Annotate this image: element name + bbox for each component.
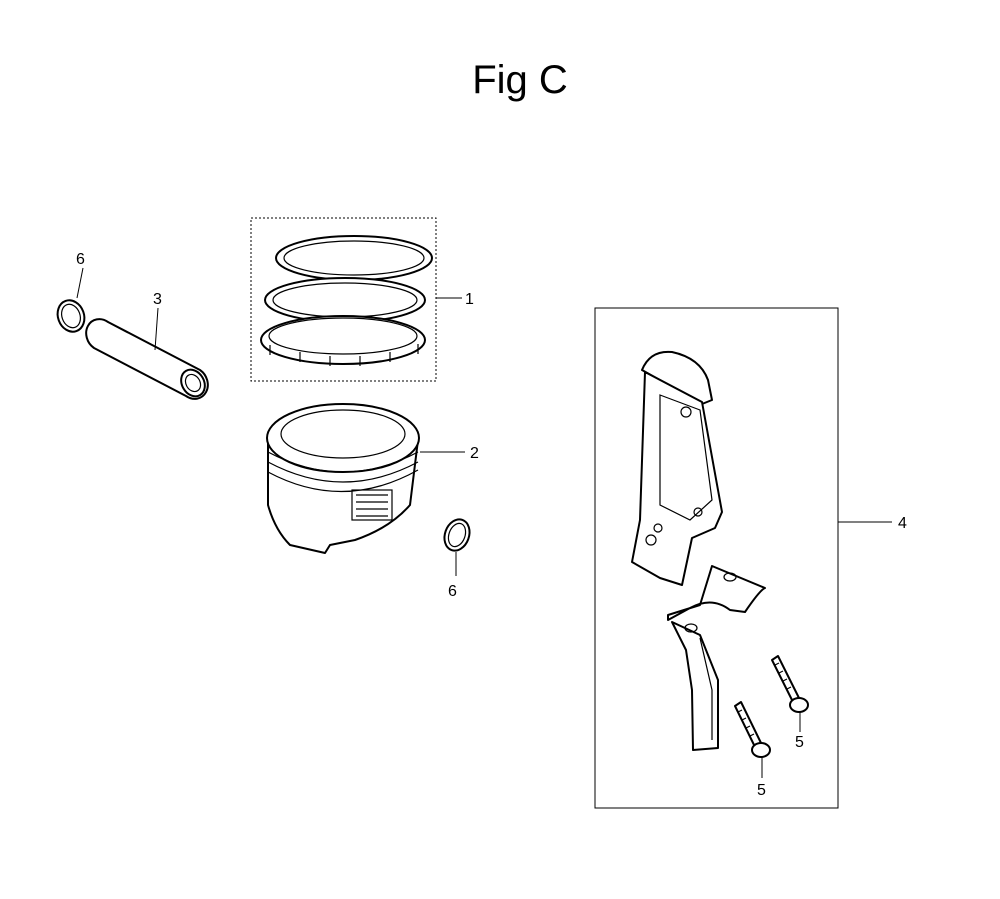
callout-rod-bolt-a: 5 xyxy=(795,734,804,751)
callout-rod-bolt-b: 5 xyxy=(757,782,766,799)
rod-bolt-a-part xyxy=(771,655,809,713)
callout-clip-right: 6 xyxy=(448,583,457,600)
ring-set-box xyxy=(250,217,437,382)
rod-assembly-box xyxy=(594,307,839,809)
piston-ring-set-part xyxy=(260,235,433,366)
callout-clip-left: 6 xyxy=(76,251,85,268)
piston-part xyxy=(266,403,420,554)
rod-cap-part xyxy=(667,565,766,751)
rod-bolt-b-part xyxy=(734,701,771,758)
callout-piston-pin: 3 xyxy=(153,291,162,308)
callout-connecting-rod-assembly: 4 xyxy=(898,515,907,532)
connecting-rod-part xyxy=(631,350,723,586)
callout-piston: 2 xyxy=(470,445,479,462)
piston-pin-part xyxy=(85,318,209,400)
clip-right-part xyxy=(443,518,471,552)
clip-left-part xyxy=(56,299,86,333)
figure-title: Fig C xyxy=(472,58,568,102)
callout-piston-ring-set: 1 xyxy=(465,291,474,308)
